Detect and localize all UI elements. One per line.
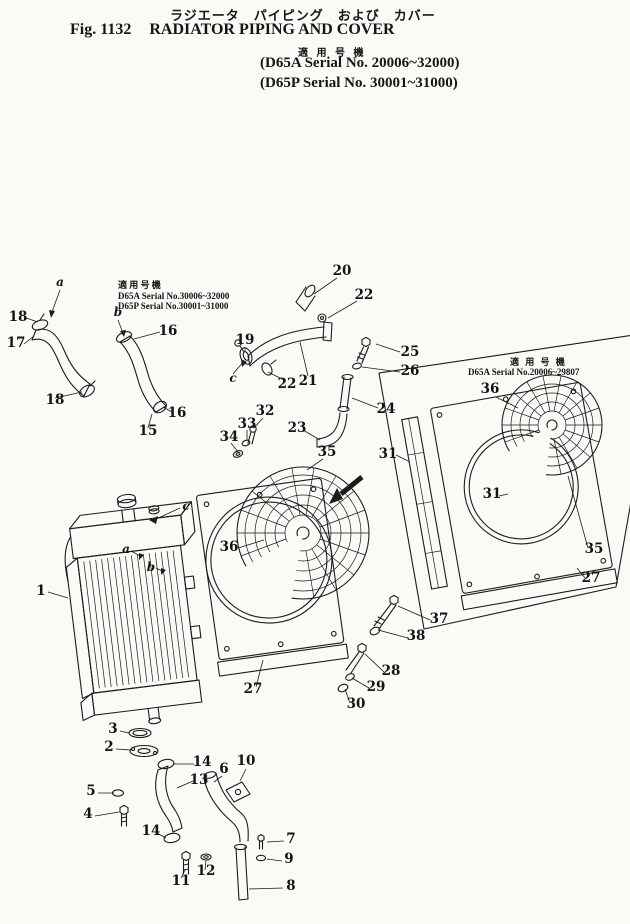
fan-guard-alt xyxy=(501,374,603,483)
applicability-box xyxy=(378,335,630,630)
figure-title: Fig. 1132 RADIATOR PIPING AND COVER xyxy=(70,21,395,39)
part-callout-31: 31 xyxy=(379,446,398,462)
direction-arrow xyxy=(329,475,364,504)
part-callout-1: 1 xyxy=(36,583,45,599)
part-callout-38: 38 xyxy=(407,628,426,644)
part-callout-34: 34 xyxy=(220,429,239,445)
part-callout-12: 12 xyxy=(197,863,216,879)
part-callout-10: 10 xyxy=(237,753,256,769)
applicable-machines-label: 適 用 号 機 xyxy=(298,48,367,59)
ref-letter-b: b xyxy=(147,560,155,574)
part-callout-11: 11 xyxy=(172,873,191,889)
inset-note-right-heading: 適 用 号 機 xyxy=(510,357,567,367)
part-callout-33: 33 xyxy=(238,416,257,432)
part-callout-36: 36 xyxy=(481,381,500,397)
part-callout-22: 22 xyxy=(278,376,297,392)
part-callout-5: 5 xyxy=(86,783,95,799)
part-callout-37: 37 xyxy=(430,611,449,627)
figure-number: Fig. 1132 xyxy=(70,21,132,38)
part-callout-9: 9 xyxy=(284,851,293,867)
serial-range-d65a: (D65A Serial No. 20006~32000) xyxy=(260,55,460,71)
water-piping xyxy=(234,284,371,448)
inset-note-left-heading: 適 用 号 機 xyxy=(118,280,161,290)
reference-arrows xyxy=(49,289,247,575)
part-callout-14: 14 xyxy=(142,823,161,839)
part-callout-15: 15 xyxy=(139,423,158,439)
part-callout-16: 16 xyxy=(159,323,178,339)
part-callout-21: 21 xyxy=(299,373,318,389)
inset-note-left-line2: D65P Serial No.30001~31000 xyxy=(118,301,229,311)
lower-piping xyxy=(111,727,267,901)
part-callout-27: 27 xyxy=(244,681,263,697)
part-callout-8: 8 xyxy=(286,878,295,894)
part-callout-4: 4 xyxy=(83,806,92,822)
inset-note-left-line1: D65A Serial No.30006~32000 xyxy=(118,290,230,301)
part-callout-3: 3 xyxy=(108,721,117,737)
part-callout-18: 18 xyxy=(46,392,65,408)
ref-letter-a: a xyxy=(56,275,64,289)
part-callout-18: 18 xyxy=(9,309,28,325)
part-callout-30: 30 xyxy=(347,696,366,712)
part-callout-24: 24 xyxy=(377,401,396,417)
part-callout-31: 31 xyxy=(483,486,502,502)
part-callout-19: 19 xyxy=(236,332,255,348)
part-callout-35: 35 xyxy=(585,541,604,557)
part-callout-20: 20 xyxy=(333,263,352,279)
part-callout-27: 27 xyxy=(582,570,601,586)
part-callout-35: 35 xyxy=(318,444,337,460)
part-callout-36: 36 xyxy=(220,539,239,555)
serial-range-d65p: (D65P Serial No. 30001~31000) xyxy=(260,75,458,91)
page-title-english: RADIATOR PIPING AND COVER xyxy=(149,21,395,38)
part-callout-13: 13 xyxy=(190,772,209,788)
inset-note-left: 適 用 号 機 D65A Serial No.30006~32000 D65P … xyxy=(118,280,229,312)
callout-layer: a1817b1618151619c20222122252624233233343… xyxy=(7,263,604,894)
part-callout-26: 26 xyxy=(401,363,420,379)
leader-lines xyxy=(23,277,589,890)
part-callout-23: 23 xyxy=(288,420,307,436)
part-callout-25: 25 xyxy=(401,344,420,360)
ref-letter-c: c xyxy=(182,499,190,513)
inset-note-right-line1: D65A Serial No.20006~29807 xyxy=(468,367,580,377)
part-callout-32: 32 xyxy=(256,403,275,419)
radiator xyxy=(64,493,203,725)
part-callout-29: 29 xyxy=(367,679,386,695)
part-callout-17: 17 xyxy=(7,335,26,351)
ref-letter-c: c xyxy=(229,371,237,385)
page-title-japanese: ラジエータ パイピング および カバー xyxy=(170,8,436,23)
part-callout-6: 6 xyxy=(219,761,228,777)
ref-letter-a: a xyxy=(122,542,130,556)
shroud-fasteners xyxy=(232,425,257,458)
part-callout-16: 16 xyxy=(168,405,187,421)
upper-radiator-hoses xyxy=(31,313,167,414)
part-callout-7: 7 xyxy=(286,831,295,847)
ref-letter-b: b xyxy=(114,305,122,319)
part-callout-14: 14 xyxy=(193,754,212,770)
mounting-bolts xyxy=(337,594,399,693)
fan-shroud-alt xyxy=(401,382,618,611)
part-callout-28: 28 xyxy=(382,663,401,679)
fan-guard xyxy=(236,466,370,607)
part-callout-2: 2 xyxy=(104,739,113,755)
part-callout-22: 22 xyxy=(355,287,374,303)
